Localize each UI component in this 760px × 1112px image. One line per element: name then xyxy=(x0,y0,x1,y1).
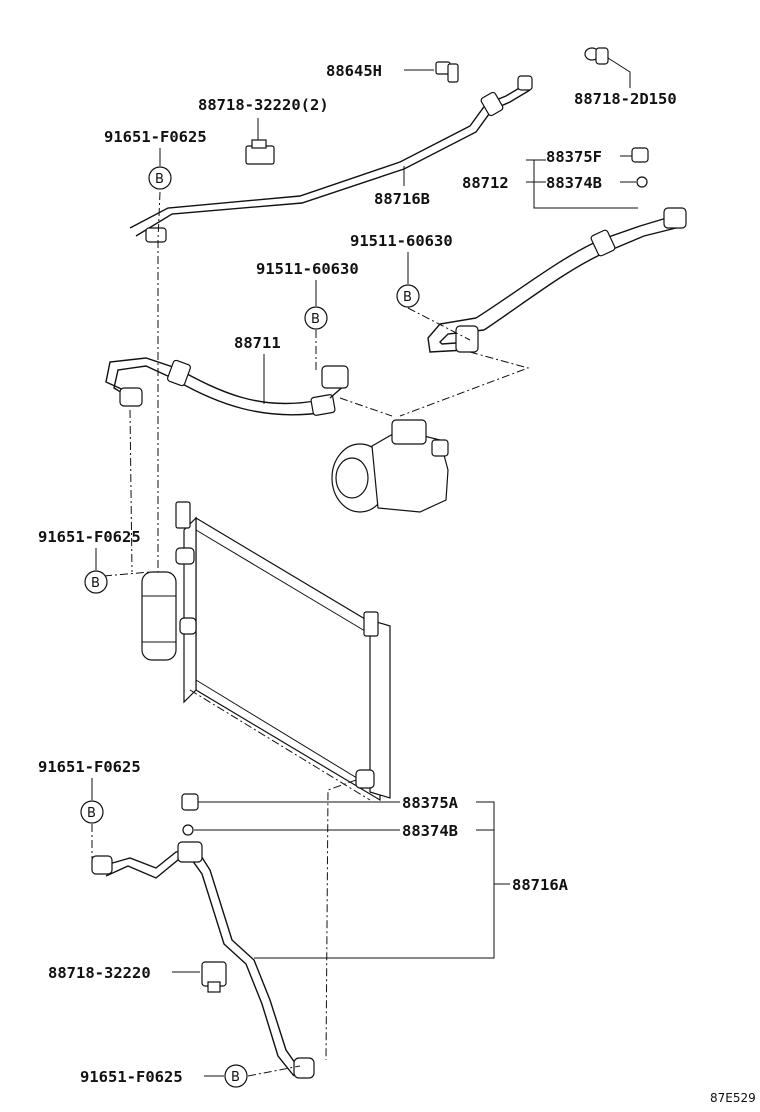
diagram-code: 87E529 xyxy=(710,1091,756,1105)
compressor-part xyxy=(331,419,449,513)
bracket-part-lower xyxy=(201,961,227,993)
receiver-dryer-part xyxy=(141,571,177,661)
label-91651-lower: 91651-F0625 xyxy=(38,758,141,776)
valve-core-88374B-low xyxy=(182,824,194,836)
label-88711: 88711 xyxy=(234,334,281,352)
label-88718-32220: 88718-32220 xyxy=(48,964,151,982)
condenser-part xyxy=(175,501,391,802)
bolt-marker-top: B xyxy=(155,172,164,187)
bracket-part-upper xyxy=(245,139,275,165)
bolt-marker-left: B xyxy=(91,576,100,591)
label-91511-mid: 91511-60630 xyxy=(256,260,359,278)
label-88375F: 88375F xyxy=(546,148,602,166)
valve-core-88374B-top xyxy=(636,176,648,188)
bolt-marker-bottom: B xyxy=(231,1070,240,1085)
hose-88712 xyxy=(427,207,687,353)
bolt-marker-right: B xyxy=(403,290,412,305)
cap-88375A xyxy=(181,793,199,811)
label-88375A: 88375A xyxy=(402,794,459,812)
label-88718-32220-2: 88718-32220(2) xyxy=(198,96,329,114)
label-88645H: 88645H xyxy=(326,62,382,80)
pipe-88716B xyxy=(129,75,533,243)
hose-88711 xyxy=(105,357,349,416)
cap-88375F xyxy=(631,147,649,163)
pipe-88716A xyxy=(91,841,315,1079)
label-91511-right: 91511-60630 xyxy=(350,232,453,250)
label-88716A: 88716A xyxy=(512,876,569,894)
bolt-marker-lower: B xyxy=(87,806,96,821)
label-88718-2D150: 88718-2D150 xyxy=(574,90,677,108)
label-88374B-low: 88374B xyxy=(402,822,458,840)
pressure-switch-part xyxy=(404,61,459,83)
bolt-marker-mid: B xyxy=(311,312,320,327)
label-88374B-top: 88374B xyxy=(546,174,602,192)
label-91651-left: 91651-F0625 xyxy=(38,528,141,546)
label-91651-top: 91651-F0625 xyxy=(104,128,207,146)
label-88716B: 88716B xyxy=(374,190,430,208)
clip-part-top-right xyxy=(584,47,631,88)
label-88712: 88712 xyxy=(462,174,509,192)
label-91651-bottom: 91651-F0625 xyxy=(80,1068,183,1086)
